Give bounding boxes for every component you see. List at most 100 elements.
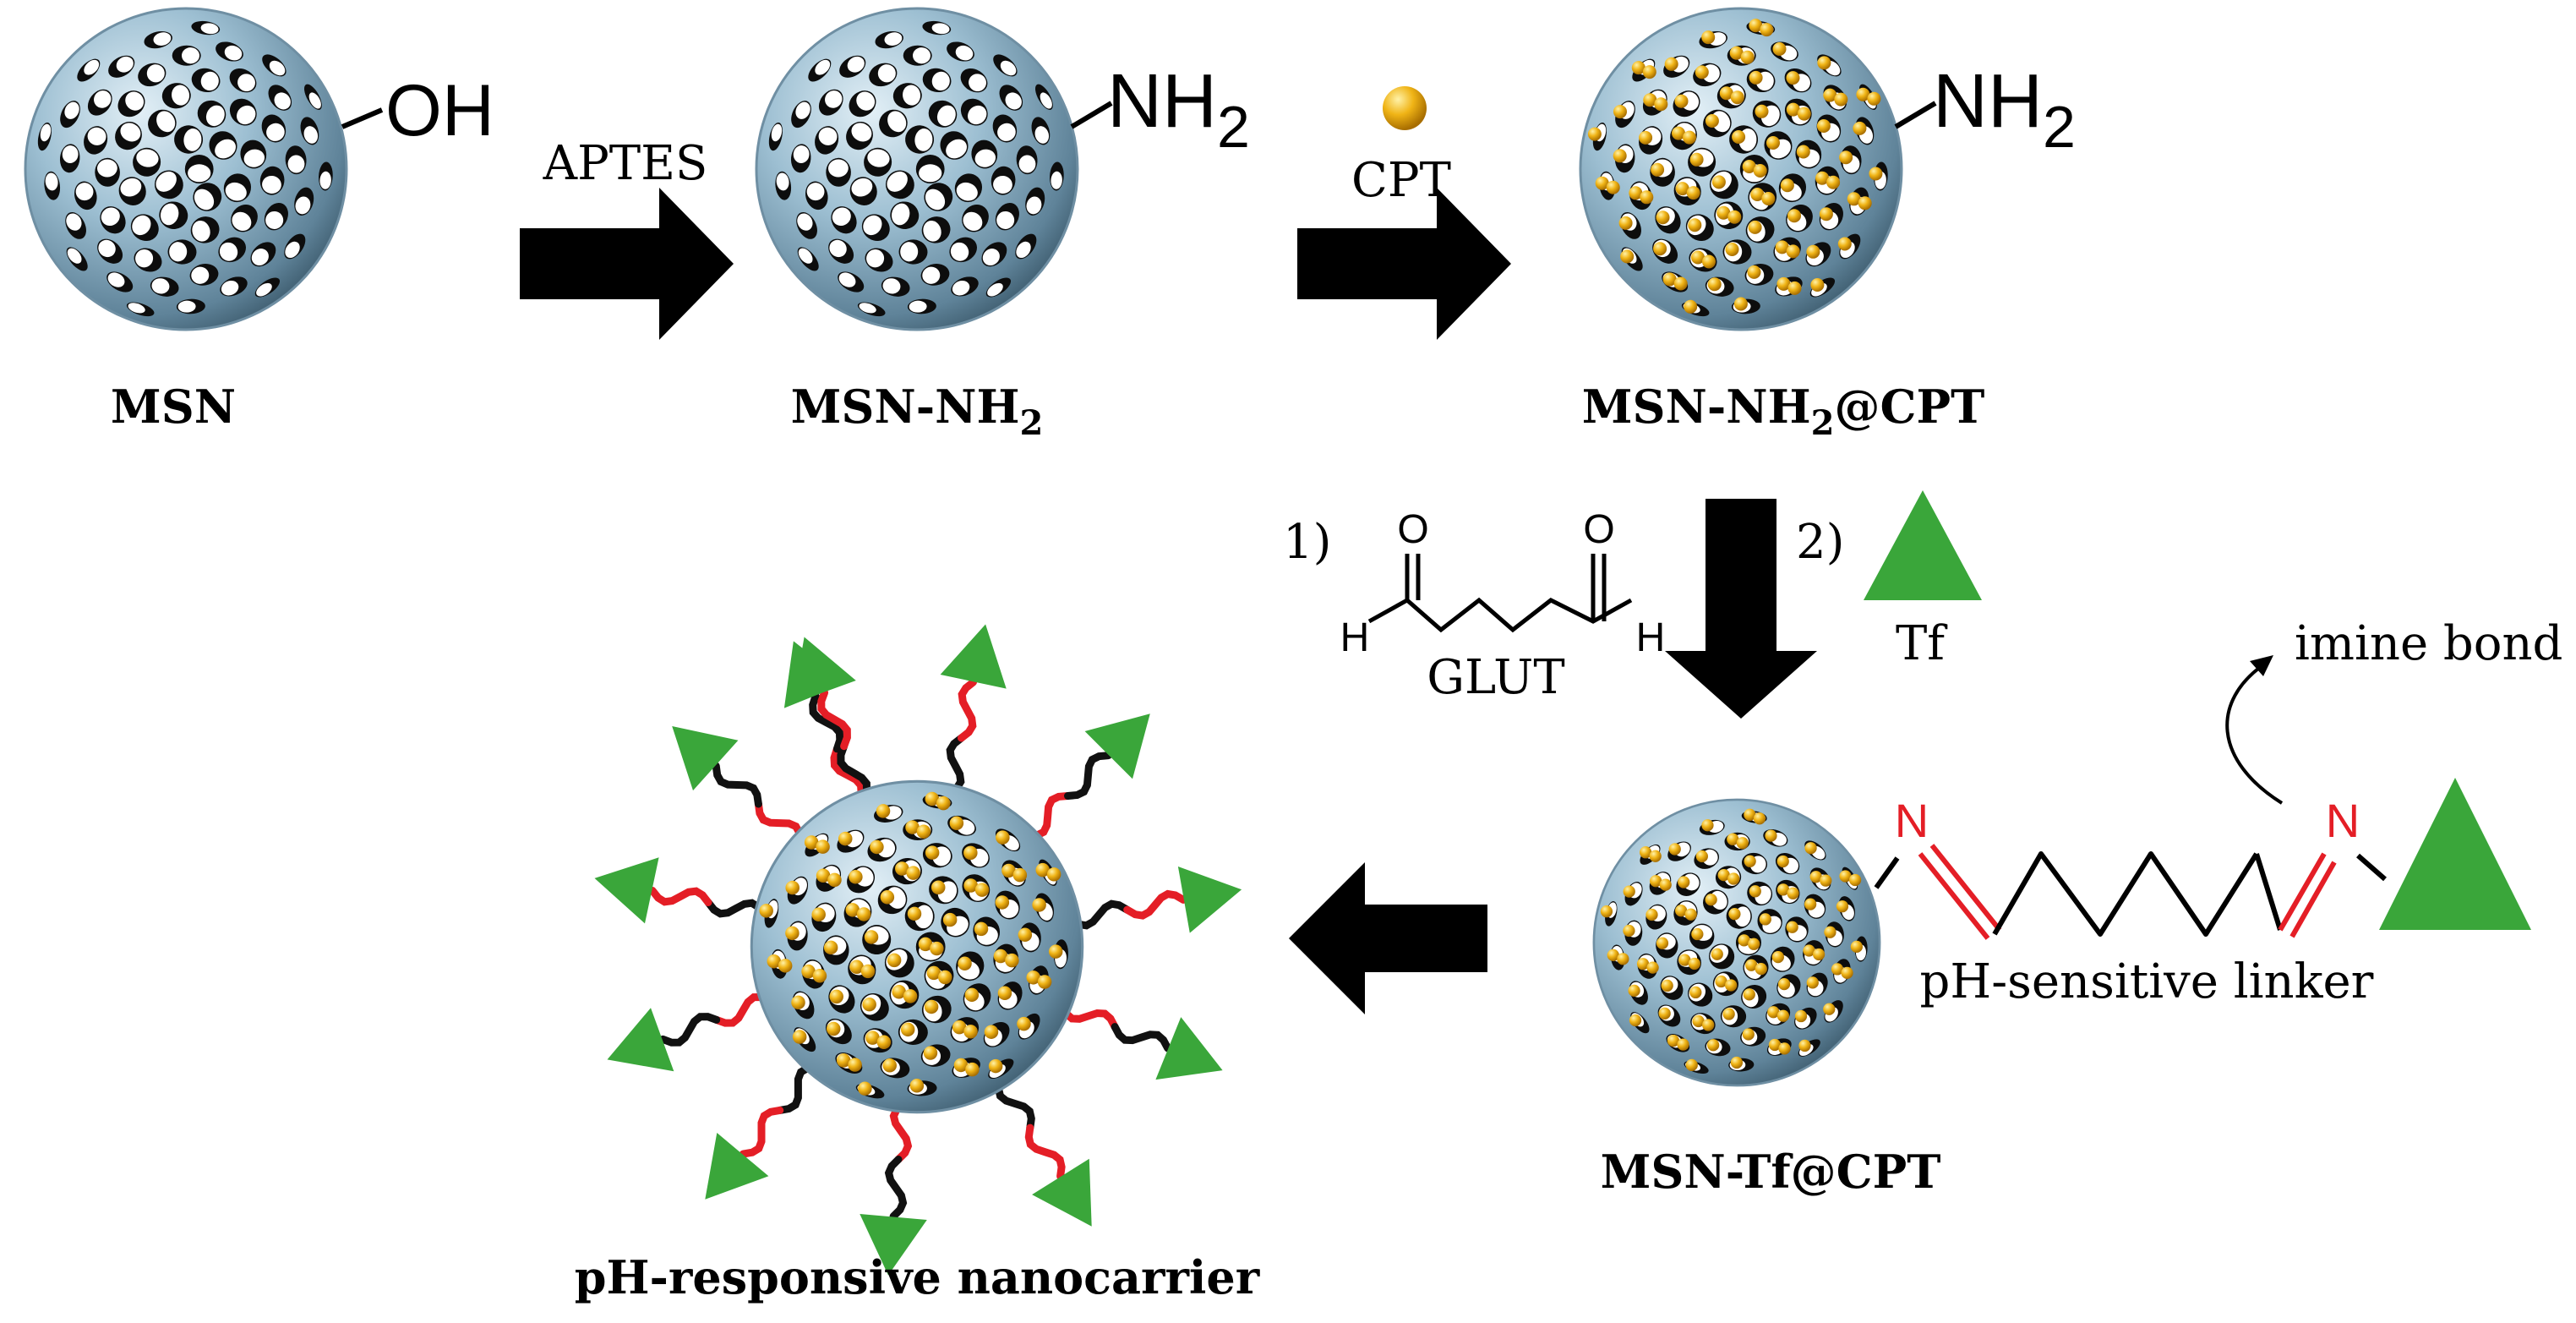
drug-bead xyxy=(1631,61,1645,75)
drug-bead xyxy=(1656,937,1669,949)
drug-bead xyxy=(1629,1014,1642,1027)
drug-bead xyxy=(1618,216,1633,230)
drug-bead xyxy=(1727,872,1740,885)
drug-bead xyxy=(916,824,931,839)
drug-bead xyxy=(1684,908,1697,921)
drug-bead xyxy=(1831,963,1844,976)
aptes-arrow xyxy=(520,188,734,340)
pore xyxy=(95,157,120,187)
pore xyxy=(960,98,988,126)
drug-bead xyxy=(1809,871,1822,883)
drug-bead xyxy=(1012,867,1028,883)
drug-bead xyxy=(1026,970,1040,985)
pore xyxy=(134,248,162,272)
pore xyxy=(992,114,1018,143)
drug-bead xyxy=(974,921,989,937)
tf-triangle-icon xyxy=(1864,490,1982,600)
pore xyxy=(77,58,101,82)
drug-bead xyxy=(1705,114,1719,128)
drug-bead xyxy=(931,880,946,894)
pore xyxy=(133,147,161,177)
drug-bead xyxy=(1659,878,1672,891)
pore xyxy=(262,54,287,77)
drug-bead xyxy=(811,907,826,922)
pore xyxy=(881,276,910,297)
pore xyxy=(172,45,201,66)
aptes-label: APTES xyxy=(543,136,708,191)
msn-label: MSN xyxy=(111,380,236,434)
drug-bead xyxy=(1806,244,1820,259)
drug-bead xyxy=(1716,205,1731,220)
drug-bead xyxy=(836,1053,851,1068)
drug-bead xyxy=(1744,808,1756,821)
drug-bead xyxy=(887,953,902,968)
drug-bead xyxy=(988,1058,1003,1074)
tf-ligand-icon xyxy=(607,1008,674,1072)
drug-bead xyxy=(993,949,1008,964)
drug-bead xyxy=(963,845,978,861)
drug-bead xyxy=(870,839,884,855)
drug-bead xyxy=(1691,927,1704,941)
drug-bead xyxy=(1613,149,1627,163)
drug-bead xyxy=(1653,242,1667,256)
drug-bead xyxy=(1816,119,1831,133)
drug-bead xyxy=(1786,244,1800,259)
pore xyxy=(915,155,945,183)
pore xyxy=(106,271,134,292)
glut-oxygen-2: O xyxy=(1583,507,1614,552)
drug-bead xyxy=(1744,855,1756,867)
drug-bead xyxy=(1686,186,1700,200)
pore xyxy=(66,247,88,271)
drug-bead xyxy=(1803,944,1815,957)
drug-bead xyxy=(1642,65,1656,79)
drug-bead xyxy=(1767,1006,1780,1019)
pore xyxy=(268,85,292,111)
pore xyxy=(44,171,61,200)
drug-bead xyxy=(826,1021,841,1036)
drug-bead xyxy=(1727,210,1742,224)
pore xyxy=(65,211,86,239)
drug-bead xyxy=(812,969,827,983)
drug-bead xyxy=(1702,1019,1715,1031)
tf-ligand-icon xyxy=(594,857,659,924)
msn-nh2-label: MSN-NH2 xyxy=(791,380,1044,443)
tether-segment xyxy=(1123,889,1187,920)
drug-bead xyxy=(1664,57,1678,71)
pore xyxy=(940,131,969,160)
pore xyxy=(864,147,892,177)
drug-bead xyxy=(1850,940,1863,954)
drug-bead xyxy=(1776,883,1790,896)
drug-bead xyxy=(1750,188,1765,201)
pore xyxy=(284,233,306,260)
drug-bead xyxy=(1623,924,1635,938)
pore xyxy=(189,264,219,286)
drug-bead xyxy=(1742,160,1756,173)
drug-bead xyxy=(1766,136,1780,150)
drug-bead xyxy=(1869,167,1883,181)
drug-bead xyxy=(1628,984,1640,997)
nh2-group-2: NH2 xyxy=(1933,59,2076,160)
pore xyxy=(903,45,932,66)
pore xyxy=(898,239,928,265)
pore xyxy=(303,84,322,111)
drug-bead xyxy=(864,930,879,944)
drug-bead xyxy=(1688,218,1702,232)
pore xyxy=(981,242,1007,267)
pore xyxy=(167,239,197,265)
drug-bead xyxy=(1837,237,1852,251)
drug-bead xyxy=(785,926,800,941)
drug-bead xyxy=(1701,30,1716,45)
pore xyxy=(161,83,191,109)
pore xyxy=(828,238,854,264)
pore xyxy=(960,68,988,93)
pore xyxy=(264,202,288,231)
drug-bead xyxy=(1654,97,1668,112)
drug-bead xyxy=(1683,130,1696,145)
pore xyxy=(775,171,792,200)
pore xyxy=(300,117,319,145)
drug-bead xyxy=(876,1035,892,1050)
pore xyxy=(229,68,257,93)
drug-bead xyxy=(1806,976,1819,989)
pore xyxy=(240,139,267,169)
tether-segment xyxy=(712,762,762,808)
